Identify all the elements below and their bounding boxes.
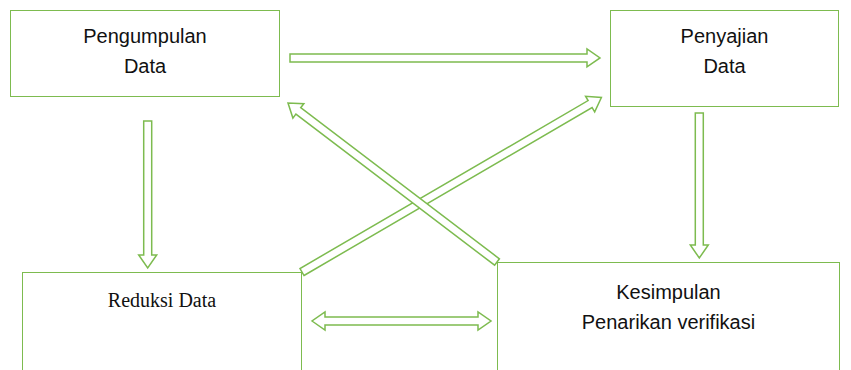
process-box: Penyajian Data — [610, 10, 839, 107]
block-arrow — [290, 49, 600, 67]
process-box: Reduksi Data — [22, 272, 302, 370]
box-label: Kesimpulan Penarikan verifikasi — [576, 277, 761, 337]
process-box: Kesimpulan Penarikan verifikasi — [497, 262, 840, 370]
block-arrow — [300, 96, 601, 275]
block-arrow — [690, 113, 708, 258]
process-box: Pengumpulan Data — [10, 10, 280, 97]
box-label: Penyajian Data — [681, 21, 769, 81]
box-label: Pengumpulan Data — [83, 21, 206, 81]
block-arrow — [288, 103, 499, 265]
box-label: Reduksi Data — [23, 285, 301, 315]
block-arrow — [312, 312, 491, 330]
block-arrow — [139, 121, 157, 268]
